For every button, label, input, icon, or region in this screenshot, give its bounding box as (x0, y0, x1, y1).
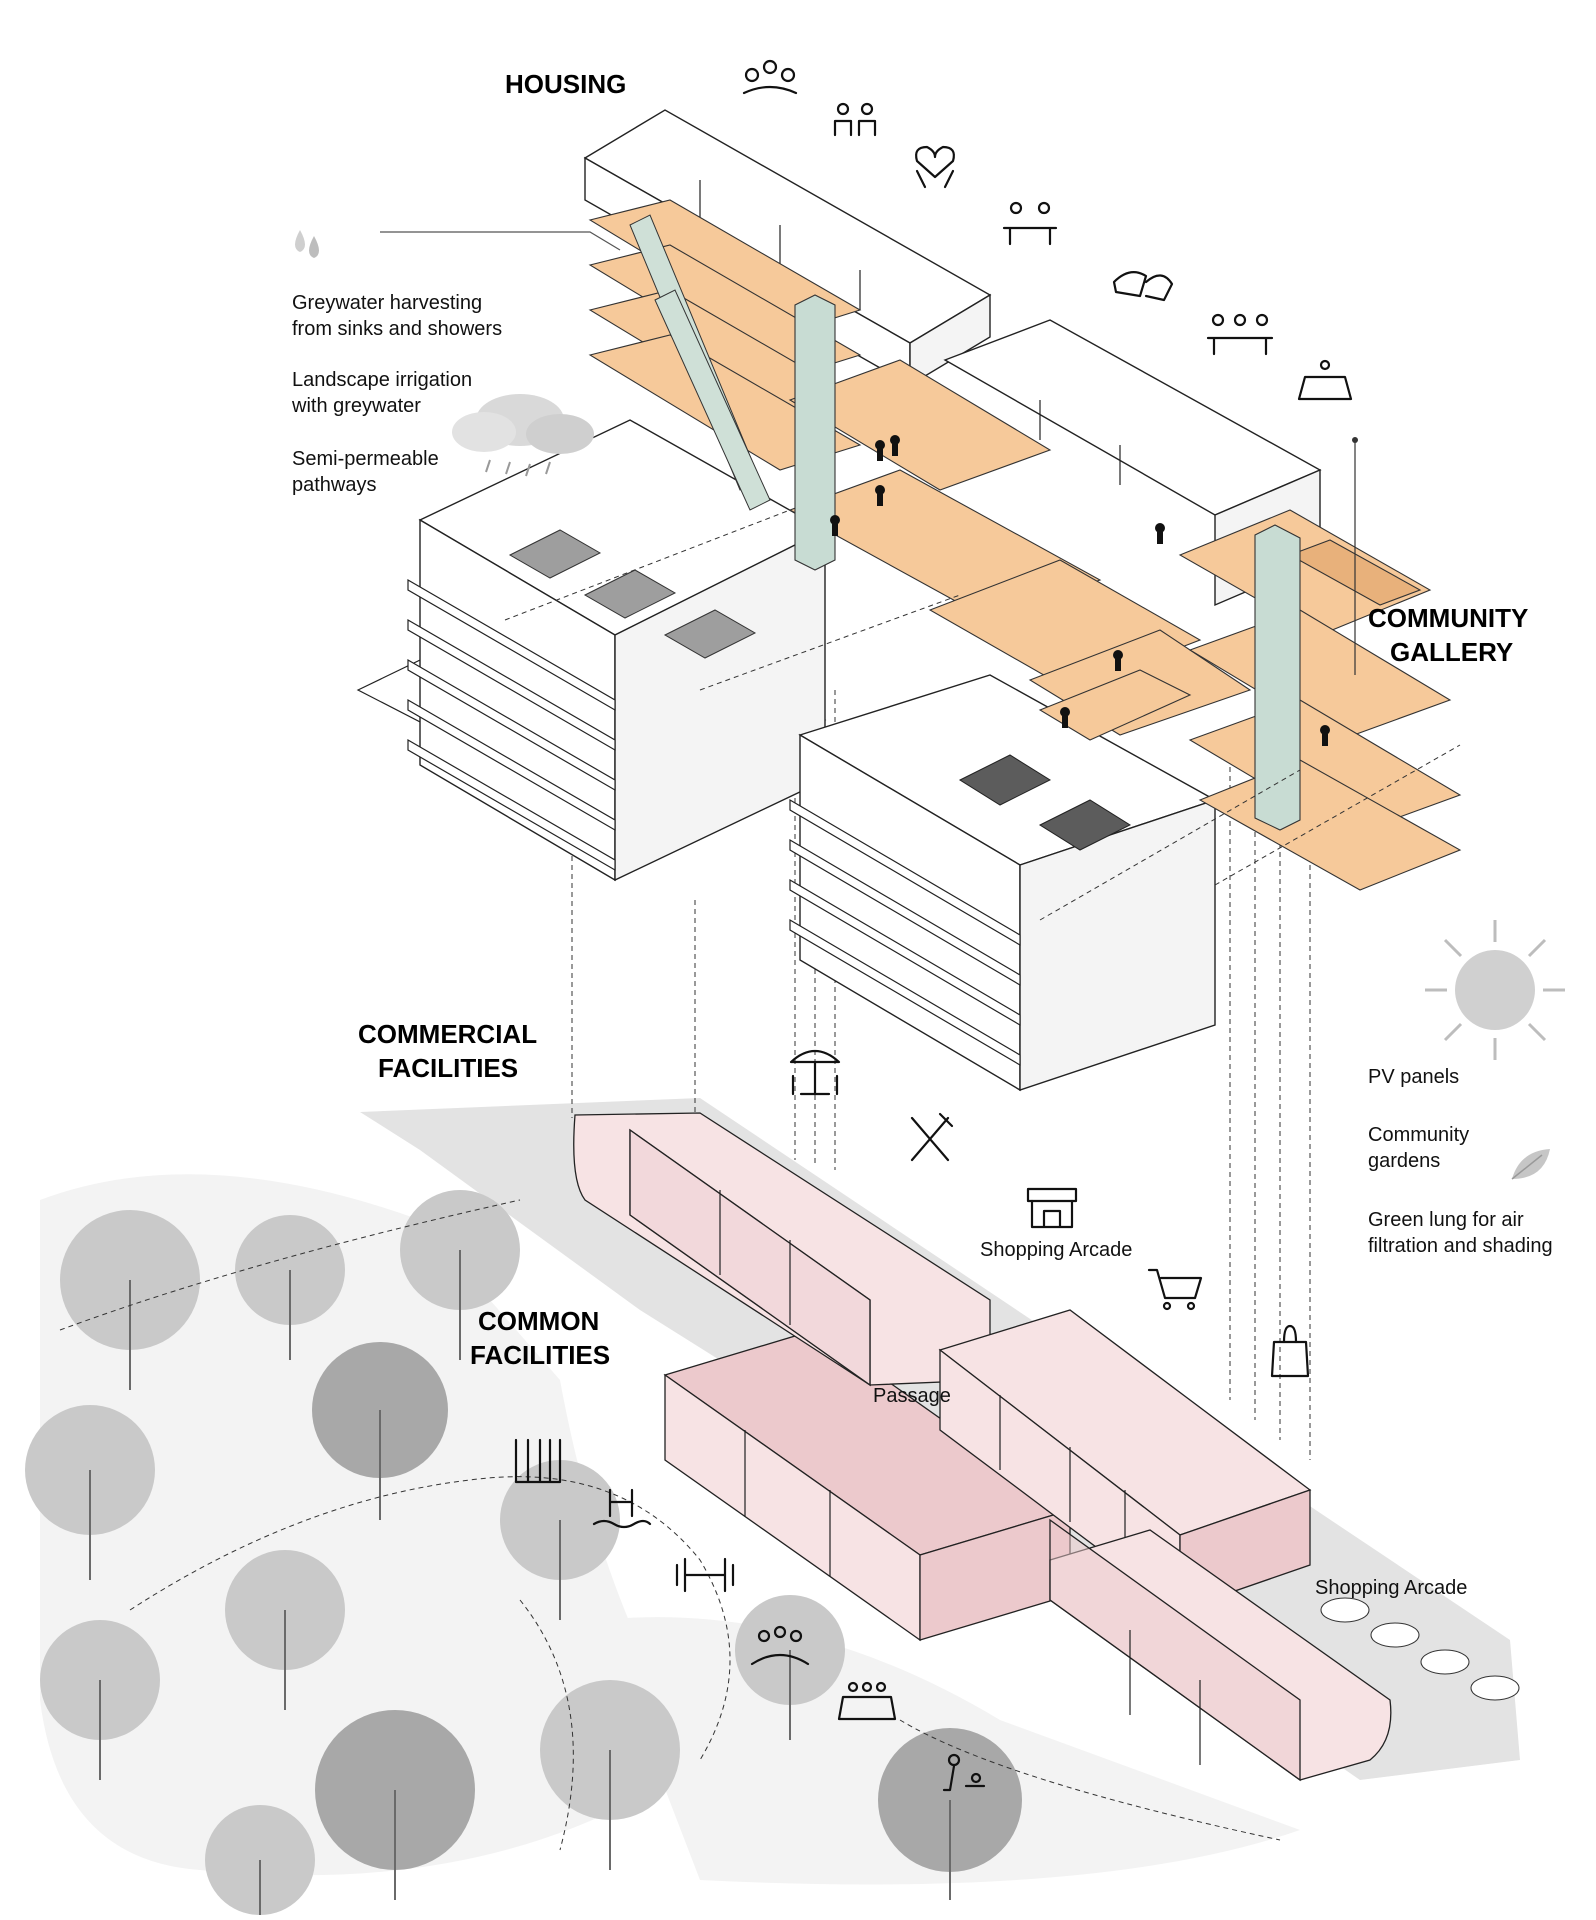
circulation-core (794, 294, 1301, 831)
water-note-line: pathways (292, 474, 377, 496)
sun-icon (1425, 920, 1565, 1060)
passage-label: Passage (873, 1385, 951, 1407)
green-note-line: filtration and shading (1368, 1235, 1553, 1257)
housing-block-right (789, 674, 1217, 1092)
tree (205, 1805, 315, 1915)
commercial-facilities-block (573, 1112, 1392, 1782)
group-circle-icon (742, 59, 798, 95)
water-note-line: Greywater harvesting (292, 292, 482, 314)
connection-dashes (504, 509, 1461, 921)
swimming-pool-icon (592, 1488, 652, 1529)
commercial-facilities-title: COMMERCIAL FACILITIES (358, 1019, 537, 1083)
park-trees (25, 1190, 1022, 1915)
cowork-desk-icon (1002, 201, 1058, 246)
childcare-icon (942, 1753, 986, 1792)
common-title-line2: FACILITIES (470, 1340, 610, 1370)
lounge-chairs-icon (1112, 271, 1174, 302)
dining-group-icon (1206, 313, 1274, 356)
housing-top-block (583, 109, 1322, 607)
water-drops-icon (295, 230, 319, 258)
commercial-title-line1: COMMERCIAL (358, 1019, 537, 1049)
rain-cloud-icon (452, 394, 594, 477)
housing-block-left (356, 419, 827, 882)
library-books-icon (514, 1438, 562, 1484)
tree (400, 1190, 520, 1360)
green-note-line: Green lung for air (1368, 1209, 1524, 1231)
heart-hands-icon (915, 145, 955, 189)
gallery-stairs (629, 214, 771, 511)
community-gallery-title: COMMUNITY GALLERY (1368, 603, 1528, 667)
conference-room-icon (837, 1681, 897, 1721)
commercial-title-line2: FACILITIES (378, 1053, 518, 1083)
tree (312, 1342, 448, 1520)
shopping-arcade-label-lower: Shopping Arcade (1315, 1577, 1467, 1599)
green-note-line: PV panels (1368, 1066, 1459, 1088)
leader-lines (380, 231, 1358, 675)
fork-knife-icon (910, 1112, 954, 1162)
community-gathering-icon (750, 1625, 810, 1666)
shopping-bag-icon (1270, 1324, 1310, 1378)
leaf-icon (1511, 1149, 1550, 1180)
parked-cars (1320, 1597, 1520, 1701)
tree (500, 1460, 620, 1620)
community-gallery-title-line2: GALLERY (1390, 637, 1513, 667)
tree (315, 1710, 475, 1900)
water-note-line: Semi-permeable (292, 448, 439, 470)
park-paths (59, 1199, 1281, 1851)
gallery-people (830, 435, 1330, 746)
meeting-table-icon (1297, 359, 1353, 401)
cafe-umbrella-icon (789, 1049, 841, 1096)
tree (735, 1595, 845, 1740)
water-notes: Greywater harvesting from sinks and show… (291, 292, 502, 496)
shop-storefront-icon (1026, 1187, 1078, 1229)
tree (878, 1728, 1022, 1900)
celebration-icon (833, 102, 877, 137)
community-gallery-title-line1: COMMUNITY (1368, 603, 1528, 633)
green-note-line: Community (1368, 1124, 1469, 1146)
common-title-line1: COMMON (478, 1306, 599, 1336)
water-note-line: Landscape irrigation (292, 369, 472, 391)
green-notes: PV panels Community gardens Green lung f… (1368, 1066, 1553, 1257)
green-note-line: gardens (1368, 1150, 1440, 1172)
tree (235, 1215, 345, 1360)
tree (225, 1550, 345, 1710)
tree (60, 1210, 200, 1390)
tree (540, 1680, 680, 1870)
common-facilities-block (663, 1329, 1072, 1642)
water-note-line: from sinks and showers (292, 318, 502, 340)
water-note-line: with greywater (291, 395, 421, 417)
dumbbell-icon (675, 1557, 735, 1593)
common-facilities-title: COMMON FACILITIES (470, 1306, 610, 1370)
shopping-cart-icon (1147, 1268, 1203, 1311)
housing-title: HOUSING (505, 69, 626, 99)
tree (25, 1405, 155, 1580)
shopping-arcade-label-upper: Shopping Arcade (980, 1239, 1132, 1261)
tree (40, 1620, 160, 1780)
